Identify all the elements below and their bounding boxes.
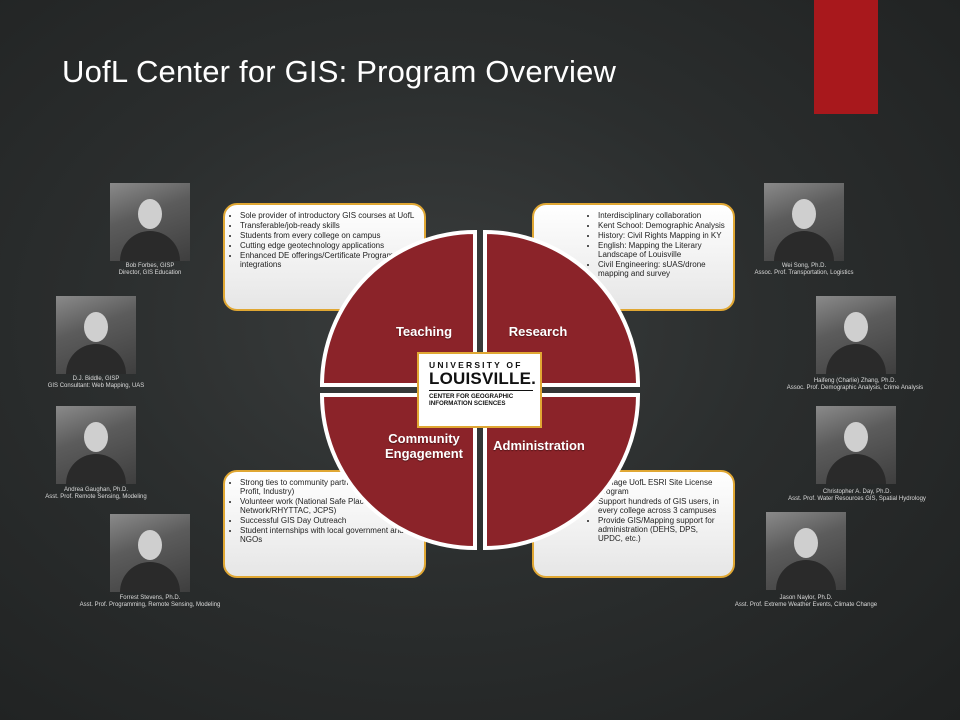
program-circle <box>319 229 641 551</box>
bullet-item: Transferable/job-ready skills <box>240 221 416 230</box>
role-day: Asst. Prof. Water Resources GIS, Spatial… <box>788 496 926 502</box>
bullet-item: Student internships with local governmen… <box>240 526 416 544</box>
teaching-list: Sole provider of introductory GIS course… <box>231 211 416 269</box>
bullet-item: Students from every college on campus <box>240 231 416 240</box>
quadrant-administration <box>483 393 641 551</box>
accent-tab <box>814 0 878 114</box>
caption-song: Wei Song, Ph.D. Assoc. Prof. Transportat… <box>714 263 894 277</box>
quadrant-research <box>483 229 641 387</box>
bullet-item: Interdisciplinary collaboration <box>598 211 725 220</box>
bullet-item: Manage UofL ESRI Site License Program <box>598 478 725 496</box>
quadrant-community <box>319 393 477 551</box>
quadrant-teaching <box>319 229 477 387</box>
community-list: Strong ties to community partners (Gov't… <box>231 478 416 544</box>
name-day: Christopher A. Day, Ph.D. <box>822 489 892 495</box>
research-list: Interdisciplinary collaborationKent Scho… <box>534 211 725 278</box>
name-forbes: Bob Forbes, GISP <box>125 263 175 269</box>
name-biddle: D.J. Biddle, GISP <box>72 376 120 382</box>
role-gaughan: Asst. Prof. Remote Sensing, Modeling <box>45 494 147 500</box>
photo-gaughan <box>56 406 136 484</box>
photo-stevens <box>110 514 190 592</box>
teaching-label: Teaching <box>395 324 453 339</box>
administration-label: Administration <box>493 438 585 453</box>
administration-list: Manage UofL ESRI Site License ProgramSup… <box>534 478 725 543</box>
caption-stevens: Forrest Stevens, Ph.D. Asst. Prof. Progr… <box>50 595 250 609</box>
role-song: Assoc. Prof. Transportation, Logistics <box>754 270 854 276</box>
role-zhang: Assoc. Prof. Demographic Analysis, Crime… <box>786 385 924 391</box>
caption-day: Christopher A. Day, Ph.D. Asst. Prof. Wa… <box>762 489 952 503</box>
name-stevens: Forrest Stevens, Ph.D. <box>119 595 181 601</box>
name-gaughan: Andrea Gaughan, Ph.D. <box>63 487 129 493</box>
role-naylor: Asst. Prof. Extreme Weather Events, Clim… <box>734 602 878 608</box>
logo-university-of: UNIVERSITY OF <box>429 360 523 370</box>
bullet-item: Cutting edge geotechnology applications <box>240 241 416 250</box>
photo-naylor <box>766 512 846 590</box>
photo-day <box>816 406 896 484</box>
research-label: Research <box>508 324 568 339</box>
bullet-item: Provide GIS/Mapping support for administ… <box>598 516 725 543</box>
name-song: Wei Song, Ph.D. <box>781 263 827 269</box>
bullet-item: Strong ties to community partners (Gov't… <box>240 478 416 496</box>
photo-biddle <box>56 296 136 374</box>
uofl-logo: UNIVERSITY OF LOUISVILLE. CENTER FOR GEO… <box>417 352 542 428</box>
community-label: Community Engagement <box>370 431 478 461</box>
bullet-item: Sole provider of introductory GIS course… <box>240 211 416 220</box>
name-zhang: Haifeng (Charlie) Zhang, Ph.D. <box>813 378 897 384</box>
research-box: Interdisciplinary collaborationKent Scho… <box>532 203 735 311</box>
role-stevens: Asst. Prof. Programming, Remote Sensing,… <box>79 602 221 608</box>
name-naylor: Jason Naylor, Ph.D. <box>779 595 833 601</box>
photo-zhang <box>816 296 896 374</box>
photo-song <box>764 183 844 261</box>
caption-naylor: Jason Naylor, Ph.D. Asst. Prof. Extreme … <box>706 595 906 609</box>
community-label-line1: Community <box>388 431 460 446</box>
bullet-item: English: Mapping the Literary Landscape … <box>598 241 725 259</box>
role-biddle: GIS Consultant: Web Mapping, UAS <box>47 383 145 389</box>
logo-center-line2: INFORMATION SCIENCES <box>429 400 506 407</box>
bullet-item: Enhanced DE offerings/Certificate Progra… <box>240 251 416 269</box>
caption-forbes: Bob Forbes, GISP Director, GIS Education <box>60 263 240 277</box>
bullet-item: Civil Engineering: sUAS/drone mapping an… <box>598 260 725 278</box>
bullet-item: Kent School: Demographic Analysis <box>598 221 725 230</box>
bullet-item: History: Civil Rights Mapping in KY <box>598 231 725 240</box>
role-forbes: Director, GIS Education <box>118 270 182 276</box>
bullet-item: Volunteer work (National Safe Place Netw… <box>240 497 416 515</box>
logo-rule <box>429 390 533 391</box>
caption-gaughan: Andrea Gaughan, Ph.D. Asst. Prof. Remote… <box>6 487 186 501</box>
community-label-line2: Engagement <box>384 446 463 461</box>
caption-zhang: Haifeng (Charlie) Zhang, Ph.D. Assoc. Pr… <box>760 378 950 392</box>
logo-center-line1: CENTER FOR GEOGRAPHIC <box>429 393 514 400</box>
caption-biddle: D.J. Biddle, GISP GIS Consultant: Web Ma… <box>6 376 186 390</box>
bullet-item: Support hundreds of GIS users, in every … <box>598 497 725 515</box>
logo-louisville: LOUISVILLE. <box>429 369 537 388</box>
slide-title: UofL Center for GIS: Program Overview <box>62 54 617 89</box>
bullet-item: Successful GIS Day Outreach <box>240 516 416 525</box>
photo-forbes <box>110 183 190 261</box>
